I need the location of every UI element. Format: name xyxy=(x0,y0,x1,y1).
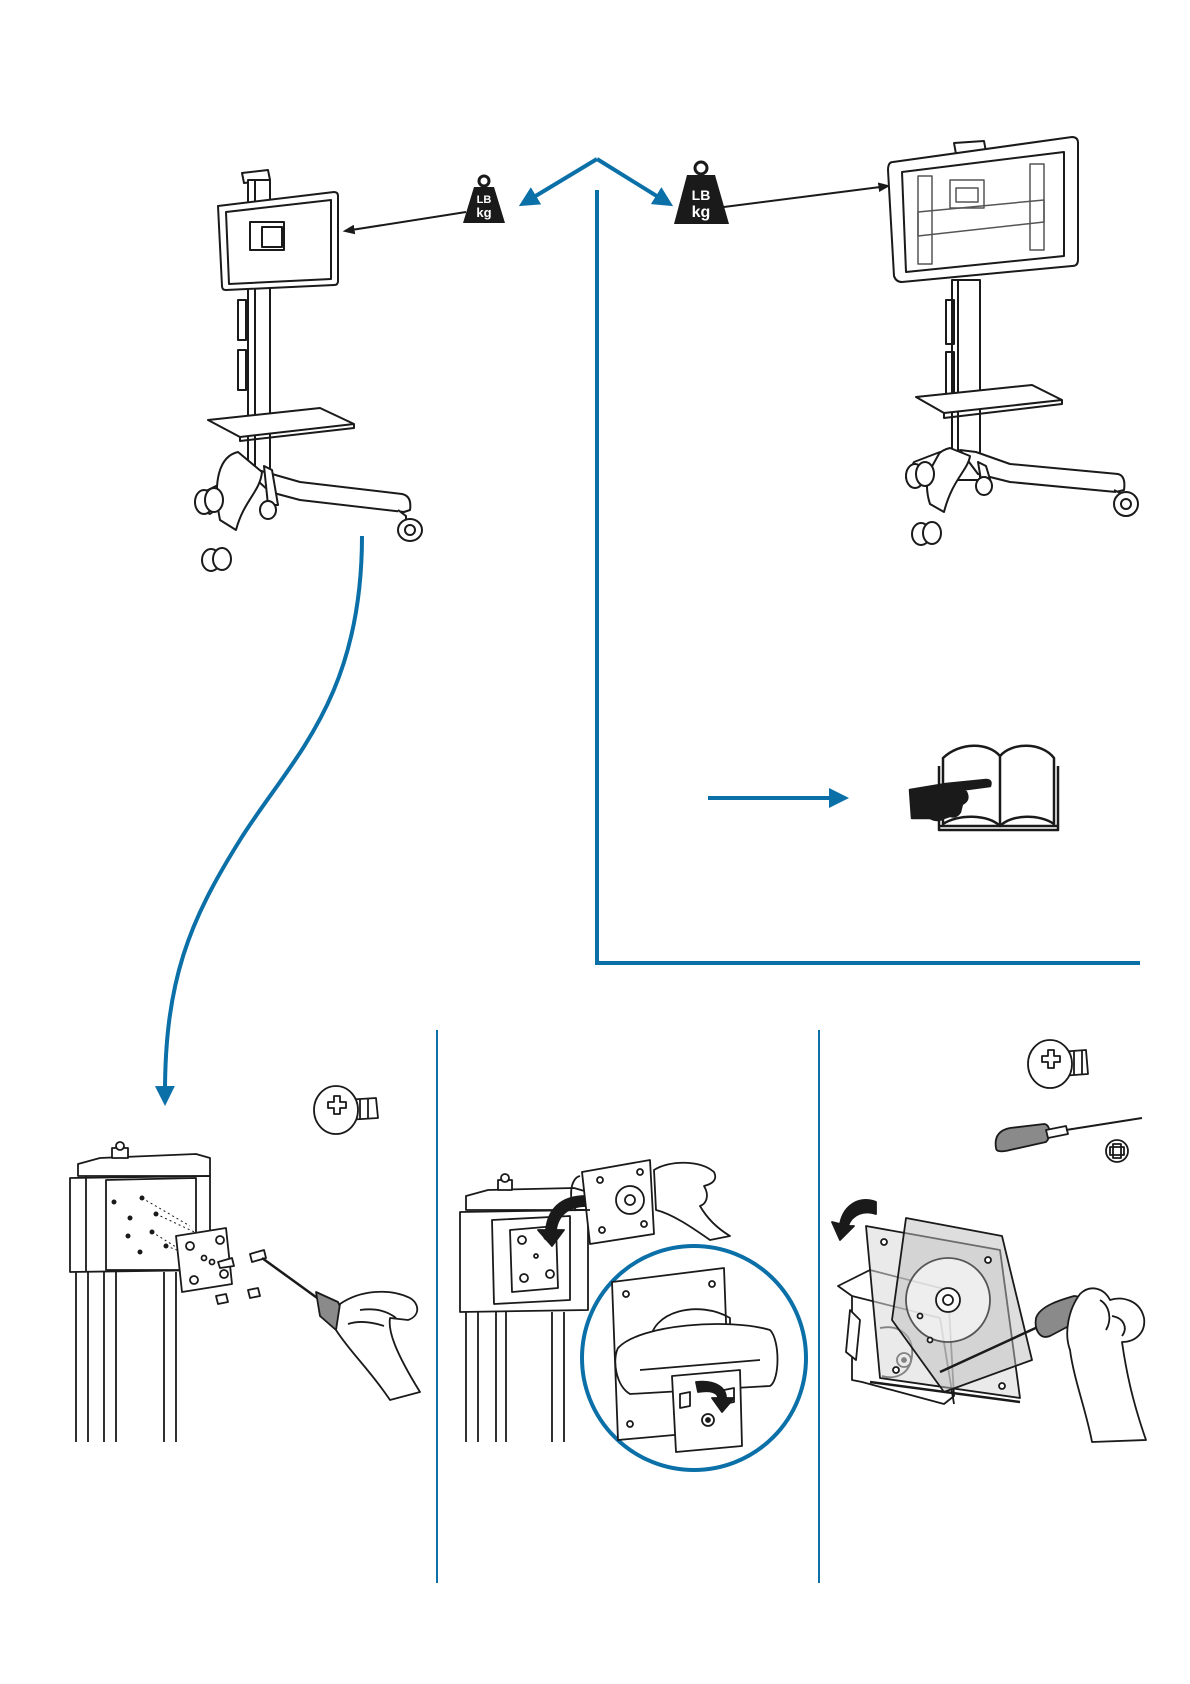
caster-wheel xyxy=(202,548,231,571)
weight-label-top: LB xyxy=(692,187,711,203)
split-arrow-left xyxy=(524,159,597,203)
right-branch-line xyxy=(597,190,1140,963)
weight-label-bottom: kg xyxy=(476,205,491,220)
phillips-head-icon xyxy=(1106,1140,1128,1162)
weight-icon-left: LB kg xyxy=(463,176,505,223)
weight-arrow-small-screen xyxy=(345,212,466,231)
step-3-illustration xyxy=(832,1040,1146,1442)
caster-wheel xyxy=(195,488,223,514)
cart-large-screen xyxy=(888,137,1138,545)
screw-icon xyxy=(1028,1040,1088,1088)
curved-flow-arrow xyxy=(165,536,362,1100)
step-2-illustration xyxy=(460,1160,806,1470)
weight-label-bottom: kg xyxy=(692,204,711,221)
caster-wheel xyxy=(1114,490,1138,516)
cart-small-screen xyxy=(195,170,422,571)
screw-icon xyxy=(314,1086,378,1134)
manual-icon xyxy=(910,746,1058,830)
step-1-illustration xyxy=(70,1086,420,1442)
flow-lines xyxy=(165,159,1140,1100)
weight-icon-right: LB kg xyxy=(674,162,729,224)
split-arrow-right xyxy=(597,159,668,203)
caster-wheel xyxy=(912,522,941,545)
caster-wheel xyxy=(260,501,276,519)
weight-arrows xyxy=(345,186,888,231)
caster-wheel xyxy=(398,510,422,541)
weight-arrow-large-screen xyxy=(716,186,888,208)
caster-wheel xyxy=(976,477,992,495)
caster-wheel xyxy=(906,462,934,488)
